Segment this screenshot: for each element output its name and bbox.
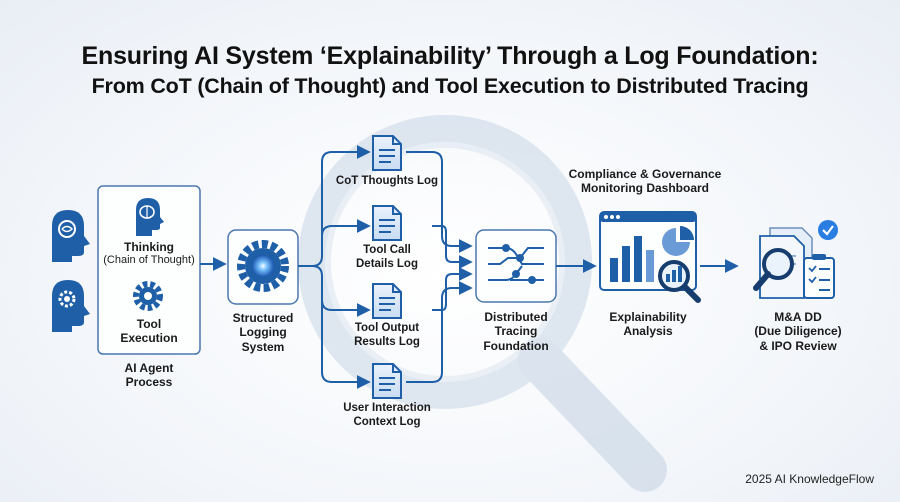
cot-log-document-icon <box>372 135 402 171</box>
thinking-subtitle: (Chain of Thought) <box>103 254 195 267</box>
explainability-analysis-label: Explainability Analysis <box>590 310 706 339</box>
thinking-title: Thinking <box>124 240 174 254</box>
agent-process-label: AI Agent Process <box>98 361 200 390</box>
review-documents-icon <box>753 220 838 299</box>
analysis-line2: Analysis <box>623 324 673 339</box>
tool-call-log-label: Tool Call Details Log <box>332 244 442 272</box>
magnifier-watermark-icon <box>298 115 667 492</box>
branch-connectors <box>298 145 371 389</box>
tool-call-line1: Tool Call <box>363 244 411 256</box>
tracing-box <box>475 229 557 303</box>
tool-call-line2: Details Log <box>356 257 418 270</box>
credit-text: 2025 AI KnowledgeFlow <box>745 472 874 486</box>
user-interaction-line1: User Interaction <box>343 402 431 414</box>
tool-call-log-document-icon <box>372 205 402 241</box>
user-interaction-log-label: User Interaction Context Log <box>322 402 452 430</box>
tool-output-log-document-icon <box>372 283 402 319</box>
tool-output-line1: Tool Output <box>354 322 420 334</box>
logging-line3: System <box>241 339 285 354</box>
tool-execution-label: Tool Execution <box>100 317 198 346</box>
glowing-gear-icon <box>237 240 289 292</box>
analysis-line1: Explainability <box>609 310 687 324</box>
tool-output-line2: Results Log <box>354 335 420 348</box>
dashboard-label: Compliance & Governance Monitoring Dashb… <box>560 167 730 196</box>
brain-head-icon <box>52 210 90 262</box>
dashboard-line1: Compliance & Governance <box>568 167 722 181</box>
gear-head-icon <box>52 280 90 332</box>
review-line3: & IPO Review <box>759 338 837 353</box>
cot-log-label: CoT Thoughts Log <box>335 175 439 187</box>
tracing-flow-icon <box>488 244 544 284</box>
tool-label-line2: Execution <box>120 331 178 346</box>
user-interaction-log-document-icon <box>372 363 402 399</box>
tool-label-line1: Tool <box>136 317 162 331</box>
page-subtitle: From CoT (Chain of Thought) and Tool Exe… <box>91 74 809 98</box>
gear-icon <box>133 281 163 311</box>
brain-icon <box>136 198 164 236</box>
review-line1: M&A DD <box>774 310 822 324</box>
page-title: Ensuring AI System ‘Explainability’ Thro… <box>81 42 819 70</box>
tracing-line2: Tracing <box>494 324 538 339</box>
user-interaction-line2: Context Log <box>353 415 421 428</box>
tracing-label: Distributed Tracing Foundation <box>466 310 566 353</box>
tracing-line3: Foundation <box>483 338 549 353</box>
magnifier-icon <box>658 260 701 303</box>
review-label: M&A DD (Due Diligence) & IPO Review <box>740 310 856 353</box>
tracing-line1: Distributed <box>484 310 548 324</box>
dashboard-line2: Monitoring Dashboard <box>581 181 709 196</box>
agent-process-box <box>97 185 201 355</box>
review-line2: (Due Diligence) <box>754 324 842 339</box>
agent-process-line2: Process <box>125 375 173 390</box>
tool-output-log-label: Tool Output Results Log <box>332 322 442 350</box>
merge-connectors <box>406 151 473 383</box>
logging-line2: Logging <box>239 325 287 340</box>
logging-line1: Structured <box>232 311 294 325</box>
agent-process-line1: AI Agent <box>124 361 174 375</box>
logging-system-label: Structured Logging System <box>220 311 306 354</box>
thinking-label: Thinking (Chain of Thought) <box>100 240 198 268</box>
